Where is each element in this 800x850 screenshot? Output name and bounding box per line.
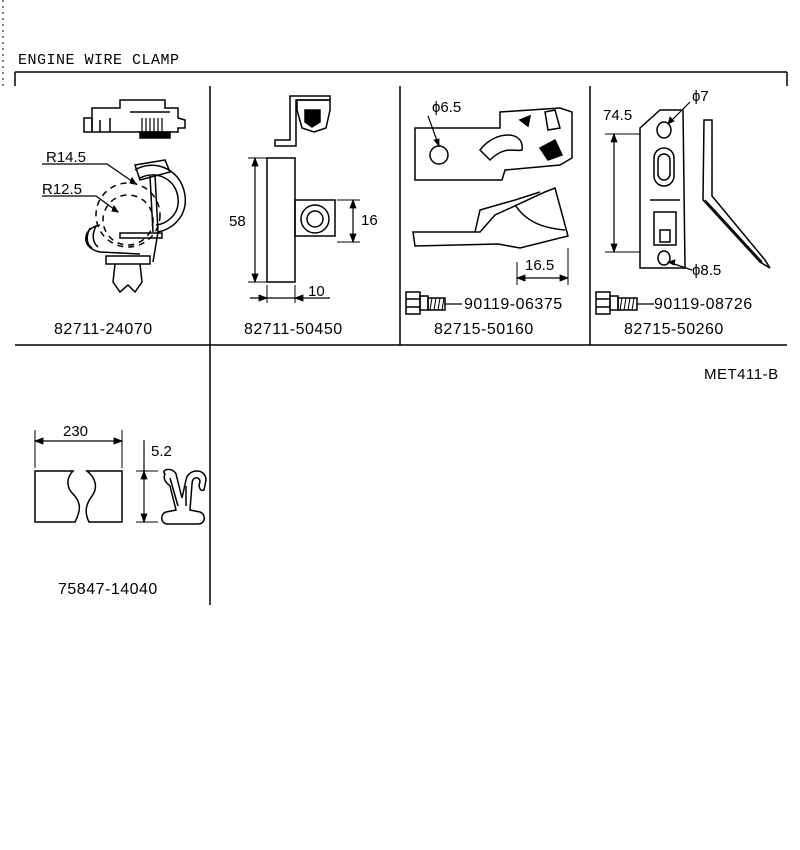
dim-hole-dia-top: ϕ7 [692,88,709,105]
dim-width: 10 [308,283,325,300]
dim-length: 74.5 [603,107,633,124]
dim-height: 58 [229,213,246,230]
part-number-2: 82711-50450 [244,321,343,338]
dim-hole-dia: ϕ6.5 [432,99,462,116]
dim-r-outer: R14.5 [46,149,87,166]
bracket-82715-50160-drawing [405,107,573,315]
frame-lines [2,0,788,605]
bolt-90119-08726-drawing [595,291,654,315]
dim-hole-dia-bottom: ϕ8.5 [692,262,722,279]
part-number-5: 75847-14040 [58,581,158,598]
clamp-82711-50450-drawing [248,95,360,303]
part-number-1: 82711-24070 [54,321,153,338]
dim-r-inner: R12.5 [42,181,83,198]
diagram-title: ENGINE WIRE CLAMP [18,52,180,69]
figure-code: MET411-B [704,366,779,383]
tape-75847-14040-drawing [33,430,207,525]
dim-hole: 16 [361,212,378,229]
part-number-4: 82715-50260 [624,321,724,338]
bracket-82715-50260-drawing [595,101,771,315]
dim-tape-length: 230 [63,423,89,440]
bolt-number-1: 90119-06375 [464,296,563,313]
bolt-number-2: 90119-08726 [654,296,753,313]
dim-offset: 16.5 [525,257,555,274]
clamp-82711-24070-drawing [42,99,186,294]
bolt-90119-06375-drawing [405,291,462,315]
part-number-3: 82715-50160 [434,321,534,338]
dim-tape-thickness: 5.2 [151,443,172,460]
